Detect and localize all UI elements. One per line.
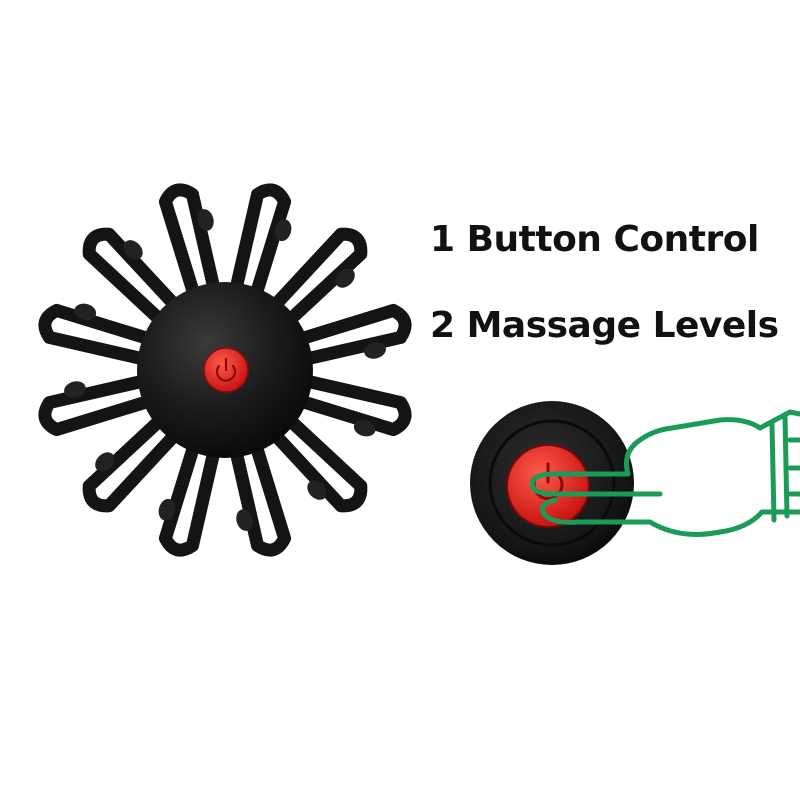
feature-two-massage-levels: 2 Massage Levels (430, 305, 779, 346)
massager-prong (38, 372, 162, 437)
massager-prong (262, 407, 368, 513)
massager-prongs (38, 183, 412, 557)
feature-one-button-control: 1 Button Control (430, 219, 759, 260)
massager-prong (82, 407, 188, 513)
closeup-power-button[interactable] (506, 444, 590, 528)
head-massager-icon (38, 183, 412, 557)
massager-prong (38, 303, 162, 368)
massager-prong (288, 372, 412, 437)
button-closeup (470, 401, 634, 565)
power-icon (215, 357, 237, 382)
closeup-rim (488, 419, 616, 547)
massager-prong (82, 227, 188, 333)
massager-prong (288, 303, 412, 368)
massager-prong (227, 433, 292, 557)
massager-prong (158, 433, 223, 557)
massager-prong (227, 183, 292, 307)
pressing-hand-icon (529, 409, 800, 537)
massager-prong (262, 227, 368, 333)
massager-prong (158, 183, 223, 307)
